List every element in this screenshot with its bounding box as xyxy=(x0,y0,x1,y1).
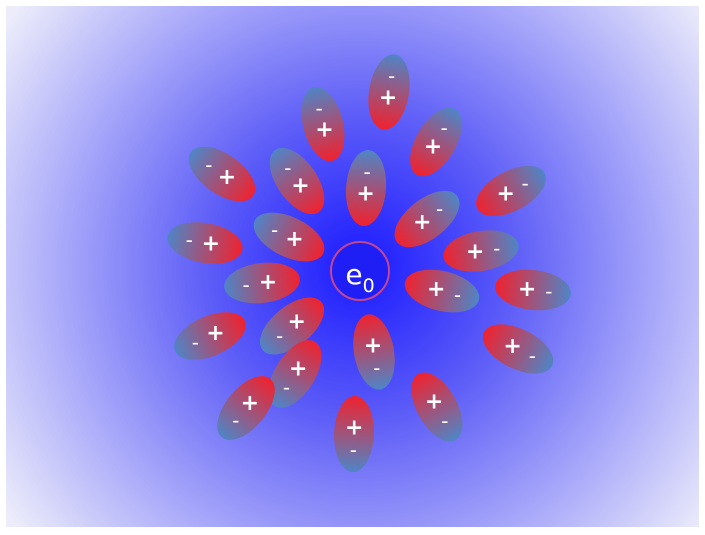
dipole-positive-sign: + xyxy=(496,181,514,206)
dipole-molecule: +- xyxy=(443,230,519,272)
dipole-negative-sign: - xyxy=(232,408,239,432)
dipole-molecule: +- xyxy=(482,324,554,374)
dipole-negative-sign: - xyxy=(186,228,193,252)
central-charge-ring xyxy=(330,241,390,301)
dipole-negative-sign: - xyxy=(529,344,536,368)
dipole-negative-sign: - xyxy=(283,376,290,400)
dipole-negative-sign: - xyxy=(441,116,448,140)
dipole-molecule: +- xyxy=(476,165,546,217)
dipole-body xyxy=(269,147,325,215)
dipole-body xyxy=(410,107,462,177)
dipole-negative-sign: - xyxy=(364,160,371,184)
dipole-body xyxy=(411,372,463,442)
dipole-body xyxy=(167,222,243,264)
dipole-body xyxy=(394,190,460,248)
dipole-negative-sign: - xyxy=(271,218,278,242)
dipole-body xyxy=(188,146,256,202)
dipole-positive-sign: + xyxy=(285,227,303,252)
dipole-negative-sign: - xyxy=(350,438,357,462)
dipole-positive-sign: + xyxy=(364,334,382,359)
dipole-negative-sign: - xyxy=(373,356,380,380)
dipole-negative-sign: - xyxy=(436,197,443,221)
dipole-body xyxy=(333,396,375,472)
dipole-body xyxy=(482,324,554,374)
dipole-molecule: +- xyxy=(188,146,256,202)
dipole-positive-sign: + xyxy=(259,270,277,295)
dipole-negative-sign: - xyxy=(284,156,291,180)
dipole-molecule: +- xyxy=(495,269,571,311)
dipole-negative-sign: - xyxy=(192,330,199,354)
dipole-body xyxy=(443,230,519,272)
dipole-negative-sign: - xyxy=(243,273,250,297)
dipole-molecule: +- xyxy=(345,150,387,226)
dipole-body xyxy=(345,150,387,226)
dipole-body xyxy=(224,262,300,304)
dipole-positive-sign: + xyxy=(379,85,397,110)
dipole-positive-sign: + xyxy=(345,416,363,441)
dipole-body xyxy=(217,376,275,440)
dipole-molecule: +- xyxy=(410,107,462,177)
dipole-negative-sign: - xyxy=(454,283,461,307)
dipole-molecule: +- xyxy=(224,262,300,304)
dipole-molecule: +- xyxy=(411,372,463,442)
dipole-positive-sign: + xyxy=(503,334,521,359)
dipole-positive-sign: + xyxy=(466,239,484,264)
dipole-positive-sign: + xyxy=(315,117,333,142)
dipole-body xyxy=(404,269,480,313)
dipole-positive-sign: + xyxy=(241,391,259,416)
dipole-positive-sign: + xyxy=(291,173,309,198)
dipole-molecule: +- xyxy=(301,86,345,162)
dipole-molecule: +- xyxy=(253,212,325,262)
dipole-body xyxy=(259,297,325,355)
dipole-positive-sign: + xyxy=(218,165,236,190)
dipole-negative-sign: - xyxy=(522,172,529,196)
dipole-body xyxy=(368,54,410,130)
dipole-negative-sign: - xyxy=(315,96,322,120)
molecules-layer: +-+-+-+-+-+-+-+-+-+-+-+-+-+-+-+-+-+-+-+-… xyxy=(167,54,571,472)
dipole-molecule: +- xyxy=(333,396,375,472)
central-charge-base: e xyxy=(345,258,362,291)
dipole-body xyxy=(476,165,546,217)
dipole-positive-sign: + xyxy=(518,277,536,302)
dipole-negative-sign: - xyxy=(205,153,212,177)
dipole-body xyxy=(268,340,322,408)
dipole-molecule: +- xyxy=(394,190,460,248)
dipole-molecule: +- xyxy=(404,269,480,313)
dipole-positive-sign: + xyxy=(413,210,431,235)
dipole-positive-sign: + xyxy=(425,389,443,414)
dipole-body xyxy=(301,86,345,162)
dipole-positive-sign: + xyxy=(289,356,307,381)
dipole-body xyxy=(495,269,571,311)
central-charge-label: e0 xyxy=(345,258,374,297)
central-charge-subscript: 0 xyxy=(363,275,375,297)
dipole-molecule: +- xyxy=(167,222,243,264)
dipole-negative-sign: - xyxy=(493,236,500,260)
dipole-positive-sign: + xyxy=(356,181,374,206)
dipole-positive-sign: + xyxy=(424,135,442,160)
dipole-molecule: +- xyxy=(353,314,395,390)
dipole-body xyxy=(253,212,325,262)
dipole-positive-sign: + xyxy=(206,321,224,346)
dipole-molecule: +- xyxy=(217,376,275,440)
dipole-molecule: +- xyxy=(174,312,246,360)
dipole-negative-sign: - xyxy=(388,64,395,88)
dipole-positive-sign: + xyxy=(287,310,305,335)
dipole-negative-sign: - xyxy=(276,324,283,348)
dipole-positive-sign: + xyxy=(427,277,445,302)
dipole-positive-sign: + xyxy=(202,232,220,257)
dipole-molecule: +- xyxy=(268,340,322,408)
dipole-molecule: +- xyxy=(269,147,325,215)
dipole-body xyxy=(174,312,246,360)
dipole-negative-sign: - xyxy=(441,409,448,433)
dipole-molecule: +- xyxy=(259,297,325,355)
dipole-molecule: +- xyxy=(368,54,410,130)
dipole-negative-sign: - xyxy=(545,280,552,304)
dipole-body xyxy=(353,314,395,390)
central-charge: e0 xyxy=(330,241,390,301)
